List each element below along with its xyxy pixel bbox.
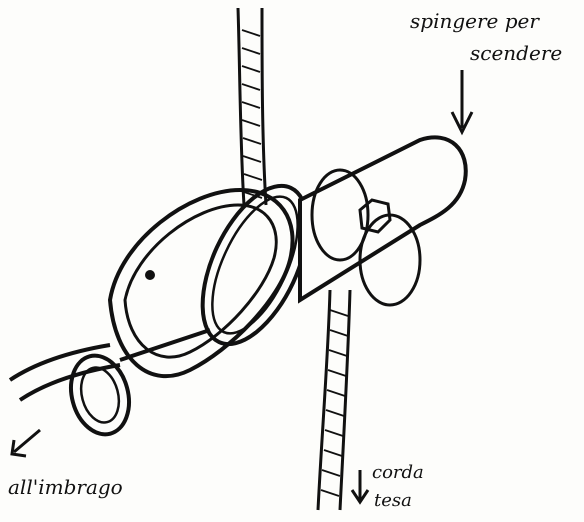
harness-arrow <box>12 430 40 456</box>
push-label-line2: scendere <box>470 41 562 65</box>
descender-plate <box>300 137 466 305</box>
taut-rope <box>318 290 350 510</box>
upper-rope <box>238 8 266 205</box>
push-label-line1: spingere per <box>410 9 540 33</box>
push-arrow <box>452 70 472 132</box>
rope-label-line1: corda <box>372 462 424 483</box>
rope-arrow <box>352 470 368 502</box>
carabiner <box>110 190 293 376</box>
rope-label-line2: tesa <box>374 490 412 511</box>
harness-sling <box>10 330 210 441</box>
harness-label: all'imbrago <box>8 475 123 499</box>
